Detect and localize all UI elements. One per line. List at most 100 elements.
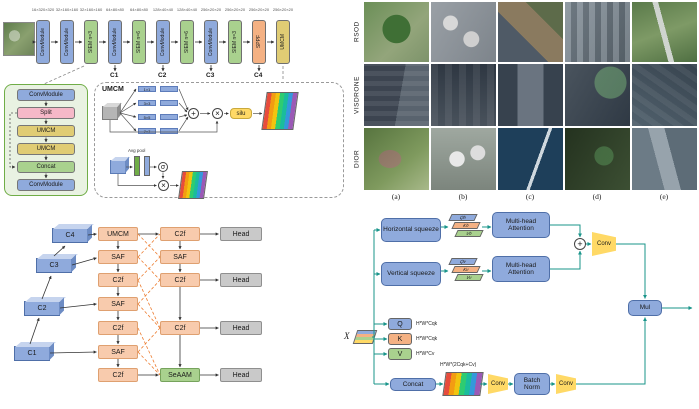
- multiply-operator-icon: ×: [158, 180, 169, 191]
- attention-input-tensor: [352, 330, 378, 344]
- neck-c2f-block: C2f: [98, 368, 138, 382]
- neck-input-c1: C1: [14, 346, 50, 361]
- tensor-dims: 256×20×20: [200, 7, 222, 12]
- kv-bar: Kv: [451, 266, 481, 273]
- siem-split-block: Split: [17, 107, 75, 119]
- silu-activation-block: silu: [230, 108, 252, 119]
- dataset-image: [431, 2, 496, 62]
- k-dim-label: H*W*Cqk: [416, 336, 438, 342]
- fc-bar: [134, 156, 140, 176]
- fc-bar: [144, 156, 150, 176]
- feature-map-stack: [261, 92, 299, 130]
- branch-conv-bar: 7×7: [138, 128, 156, 134]
- siem-umcm-block: UMCM: [17, 143, 75, 155]
- conv-block: Conv: [556, 374, 576, 394]
- neck-saf-block: SAF: [98, 297, 138, 311]
- neck-input-c3: C3: [36, 258, 72, 273]
- backbone-block: 256×20×20 UMCM: [273, 7, 293, 64]
- neck-umcm-block: UMCM: [98, 227, 138, 241]
- detection-head-block: Head: [220, 273, 262, 287]
- add-operator-icon: +: [188, 108, 199, 119]
- qv-bar: Qv: [448, 258, 478, 265]
- vertical-squeeze-block: Vertical squeeze: [381, 262, 441, 286]
- add-operator-icon: +: [574, 238, 586, 250]
- neck-seaam-block: SeAAM: [160, 368, 200, 382]
- backbone-block: 128×40×40 ConvModule: [153, 7, 173, 64]
- backbone-block: 128×40×40 SIEM n=6: [177, 7, 197, 64]
- dataset-row-label: DIOR: [353, 149, 361, 169]
- tap-label-c2: C2: [158, 72, 167, 79]
- branch-conv-bar: [160, 86, 178, 92]
- vv-bar: Vv: [454, 274, 484, 281]
- dataset-image: [632, 2, 697, 62]
- dataset-image: [565, 64, 630, 126]
- branch-conv-bar: [160, 128, 178, 134]
- siem-convmodule-block: ConvModule: [17, 179, 75, 191]
- input-image: [3, 22, 35, 56]
- dataset-image: [632, 64, 697, 126]
- neck-c2f-block: C2f: [160, 227, 200, 241]
- kh-bar: Kh: [451, 222, 481, 229]
- branch-conv-bar: 1×1: [138, 86, 156, 92]
- tensor-dims: 128×40×40: [176, 7, 198, 12]
- neck-input-c4: C4: [52, 228, 88, 243]
- dataset-col-label: (d): [592, 192, 602, 201]
- tensor-dims: 128×40×40: [152, 7, 174, 12]
- siem-concat-block: Concat: [17, 161, 75, 173]
- neck-c2f-block: C2f: [98, 273, 138, 287]
- concat-dim-label: H*W*(2Cqk+Cv): [440, 362, 477, 368]
- tensor-dims: 256×20×20: [272, 7, 294, 12]
- backbone-block: 256×20×20 ConvModule: [201, 7, 221, 64]
- tensor-dims: 256×20×20: [224, 7, 246, 12]
- multi-head-attention-block: Multi-head Attention: [492, 212, 550, 238]
- neck-c2f-block: C2f: [160, 321, 200, 335]
- backbone-block: 256×20×20 SPPF: [249, 7, 269, 64]
- feature-map-stack: [178, 171, 208, 199]
- batch-norm-block: Batch Norm: [514, 373, 550, 395]
- backbone-block: 64×80×80 SIEM n=6: [130, 7, 148, 64]
- neck-c2f-block: C2f: [98, 321, 138, 335]
- feature-cube: [110, 160, 126, 174]
- tensor-dims: 256×20×20: [248, 7, 270, 12]
- dataset-col-label: (c): [525, 192, 535, 201]
- dataset-col-label: (b): [458, 192, 468, 201]
- dataset-image: [498, 2, 563, 62]
- dataset-image: [431, 128, 496, 190]
- branch-conv-bar: 5×5: [138, 114, 156, 120]
- neck-saf-block: SAF: [160, 250, 200, 264]
- detection-head-block: Head: [220, 321, 262, 335]
- multiply-operator-icon: ×: [212, 108, 223, 119]
- neck-saf-block: SAF: [98, 345, 138, 359]
- conv-block: Conv: [488, 374, 508, 394]
- dataset-image: [364, 64, 429, 126]
- branch-conv-bar: [160, 100, 178, 106]
- dataset-image: [498, 128, 563, 190]
- multi-head-attention-block: Multi-head Attention: [492, 256, 550, 282]
- feature-map-stack: [442, 372, 484, 396]
- dataset-image: [498, 64, 563, 126]
- q-dim-label: H*W*Cqk: [416, 321, 438, 327]
- v-block: V: [388, 348, 412, 360]
- detection-head-block: Head: [220, 368, 262, 382]
- tap-label-c4: C4: [254, 72, 263, 79]
- dataset-image: [431, 64, 496, 126]
- siem-convmodule-block: ConvModule: [17, 89, 75, 101]
- v-dim-label: H*W*Cv: [416, 351, 435, 357]
- backbone-block: 32×160×160 SIEM n=3: [80, 7, 102, 64]
- neck-input-c2: C2: [24, 301, 60, 316]
- branch-conv-bar: [160, 114, 178, 120]
- attention-input-label: X: [344, 331, 350, 341]
- conv-block: Conv: [592, 232, 616, 256]
- mul-block: Mul: [628, 300, 662, 316]
- tap-label-c1: C1: [110, 72, 119, 79]
- dataset-col-label: (a): [391, 192, 401, 201]
- k-block: K: [388, 333, 412, 345]
- tensor-dims: 32×160×160: [79, 7, 103, 12]
- neck-c2f-block: C2f: [160, 273, 200, 287]
- tensor-dims: 64×80×80: [129, 7, 149, 12]
- feature-cube: [102, 106, 118, 120]
- dataset-row-label: VISDRONE: [353, 76, 361, 114]
- q-block: Q: [388, 318, 412, 330]
- dataset-row-label: RSOD: [353, 21, 361, 43]
